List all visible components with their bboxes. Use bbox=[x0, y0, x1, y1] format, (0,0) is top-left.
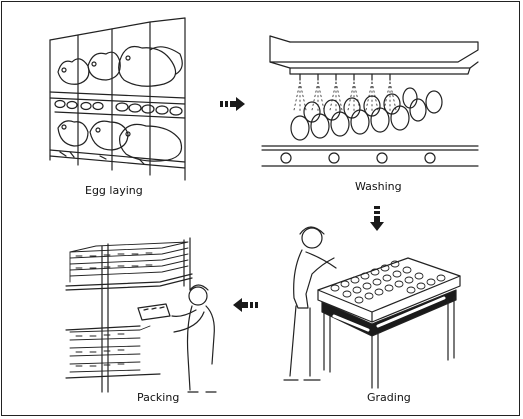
step-label-washing: Washing bbox=[355, 180, 402, 193]
step-label-egg-laying: Egg laying bbox=[85, 184, 143, 197]
arrow-left bbox=[233, 298, 258, 312]
step-label-grading: Grading bbox=[367, 391, 411, 404]
step-label-packing: Packing bbox=[137, 391, 180, 404]
packing-illustration bbox=[65, 237, 217, 393]
arrow-down bbox=[370, 206, 384, 231]
arrow-right bbox=[220, 97, 245, 111]
grading-illustration bbox=[283, 226, 461, 389]
egg-laying-illustration bbox=[49, 17, 186, 181]
washing-illustration bbox=[261, 35, 479, 167]
